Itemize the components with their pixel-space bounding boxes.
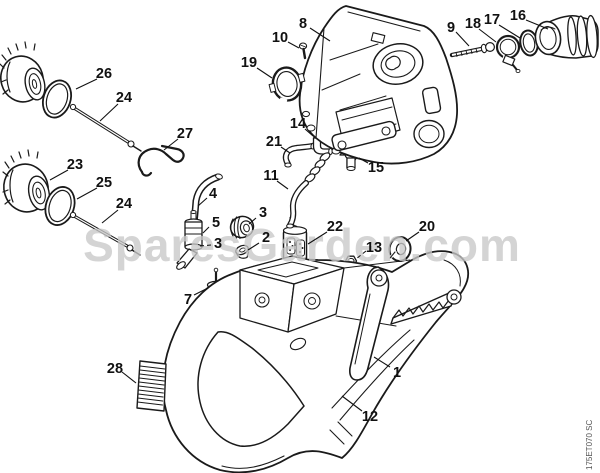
callout-24-lower: 24 <box>101 196 132 224</box>
fuel-hose-11 <box>286 152 331 229</box>
svg-text:10: 10 <box>272 30 288 46</box>
intake-boot-16 <box>534 14 599 59</box>
svg-text:12: 12 <box>362 409 378 425</box>
rod-24-lower <box>69 211 141 256</box>
clamp-18 <box>495 34 521 74</box>
svg-text:24: 24 <box>116 196 132 212</box>
svg-text:17: 17 <box>484 12 500 28</box>
fuel-cap-23 <box>2 149 51 213</box>
callout-10: 10 <box>272 30 300 49</box>
svg-text:14: 14 <box>290 116 306 132</box>
svg-text:3: 3 <box>214 236 222 252</box>
svg-text:8: 8 <box>299 16 307 32</box>
svg-text:5: 5 <box>212 215 220 231</box>
svg-text:26: 26 <box>96 66 112 82</box>
svg-text:18: 18 <box>465 16 481 32</box>
hose-21 <box>282 142 316 168</box>
callout-4: 4 <box>197 186 217 207</box>
callout-3a: 3 <box>248 205 267 225</box>
tank-housing-top-8 <box>298 5 458 165</box>
svg-text:27: 27 <box>177 126 193 142</box>
callout-3b: 3 <box>199 236 222 252</box>
callout-24-upper: 24 <box>99 90 132 122</box>
callout-8: 8 <box>299 16 331 42</box>
tank-housing-12 <box>161 250 470 473</box>
callout-1: 1 <box>373 356 401 381</box>
callout-20: 20 <box>405 219 435 242</box>
callout-11: 11 <box>263 168 289 190</box>
o-ring-26 <box>41 79 73 119</box>
callout-19: 19 <box>241 55 273 79</box>
fuel-cap-top <box>0 41 46 103</box>
svg-text:16: 16 <box>510 8 526 24</box>
svg-text:28: 28 <box>107 361 123 377</box>
callout-26: 26 <box>75 66 112 90</box>
mount-bracket <box>331 120 397 152</box>
toothed-rack <box>390 289 462 325</box>
callout-21: 21 <box>266 134 291 154</box>
svg-text:3: 3 <box>259 205 267 221</box>
callout-28: 28 <box>107 361 137 384</box>
svg-text:13: 13 <box>366 240 382 256</box>
screw-9 <box>449 41 496 58</box>
screw-10 <box>298 42 308 60</box>
interlock-lever-1 <box>349 266 390 381</box>
svg-text:21: 21 <box>266 134 282 150</box>
svg-text:15: 15 <box>368 160 384 176</box>
callout-7: 7 <box>184 287 209 308</box>
callouts-layer: 8 10 19 9 18 17 16 26 24 27 23 25 24 4 5… <box>49 8 549 425</box>
tank-vent-5 <box>176 210 203 270</box>
svg-text:2: 2 <box>262 230 270 246</box>
callout-5: 5 <box>202 215 220 234</box>
svg-text:22: 22 <box>327 219 343 235</box>
bushing-3 <box>229 215 255 240</box>
svg-text:1: 1 <box>393 365 401 381</box>
callout-22: 22 <box>307 219 343 245</box>
svg-text:20: 20 <box>419 219 435 235</box>
svg-text:9: 9 <box>447 20 455 36</box>
rod-24-upper <box>69 103 142 152</box>
callout-15: 15 <box>358 157 384 176</box>
info-label-28 <box>136 360 167 412</box>
svg-text:25: 25 <box>96 175 112 191</box>
callout-14: 14 <box>290 116 314 137</box>
grommet-20 <box>388 236 412 262</box>
svg-text:4: 4 <box>209 186 217 202</box>
wire-clip-27 <box>137 144 185 177</box>
callout-18: 18 <box>465 16 497 43</box>
svg-text:23: 23 <box>67 157 83 173</box>
svg-text:7: 7 <box>184 292 192 308</box>
callout-12: 12 <box>341 395 378 425</box>
svg-text:24: 24 <box>116 90 132 106</box>
callout-17: 17 <box>484 12 521 39</box>
cap-2 <box>235 244 250 259</box>
clamp-ring-19 <box>268 66 306 103</box>
watermark-text: SparesGarden.com <box>83 219 521 271</box>
callout-23: 23 <box>49 157 83 181</box>
o-ring-25 <box>44 186 76 226</box>
svg-text:19: 19 <box>241 55 257 71</box>
document-code: 175ET070 SC <box>585 420 594 470</box>
svg-text:11: 11 <box>263 168 278 184</box>
callout-2: 2 <box>247 230 270 251</box>
callout-25: 25 <box>76 175 112 200</box>
callout-16: 16 <box>510 8 549 30</box>
callout-13: 13 <box>355 240 382 260</box>
callout-9: 9 <box>447 20 470 47</box>
callout-27: 27 <box>163 126 193 151</box>
